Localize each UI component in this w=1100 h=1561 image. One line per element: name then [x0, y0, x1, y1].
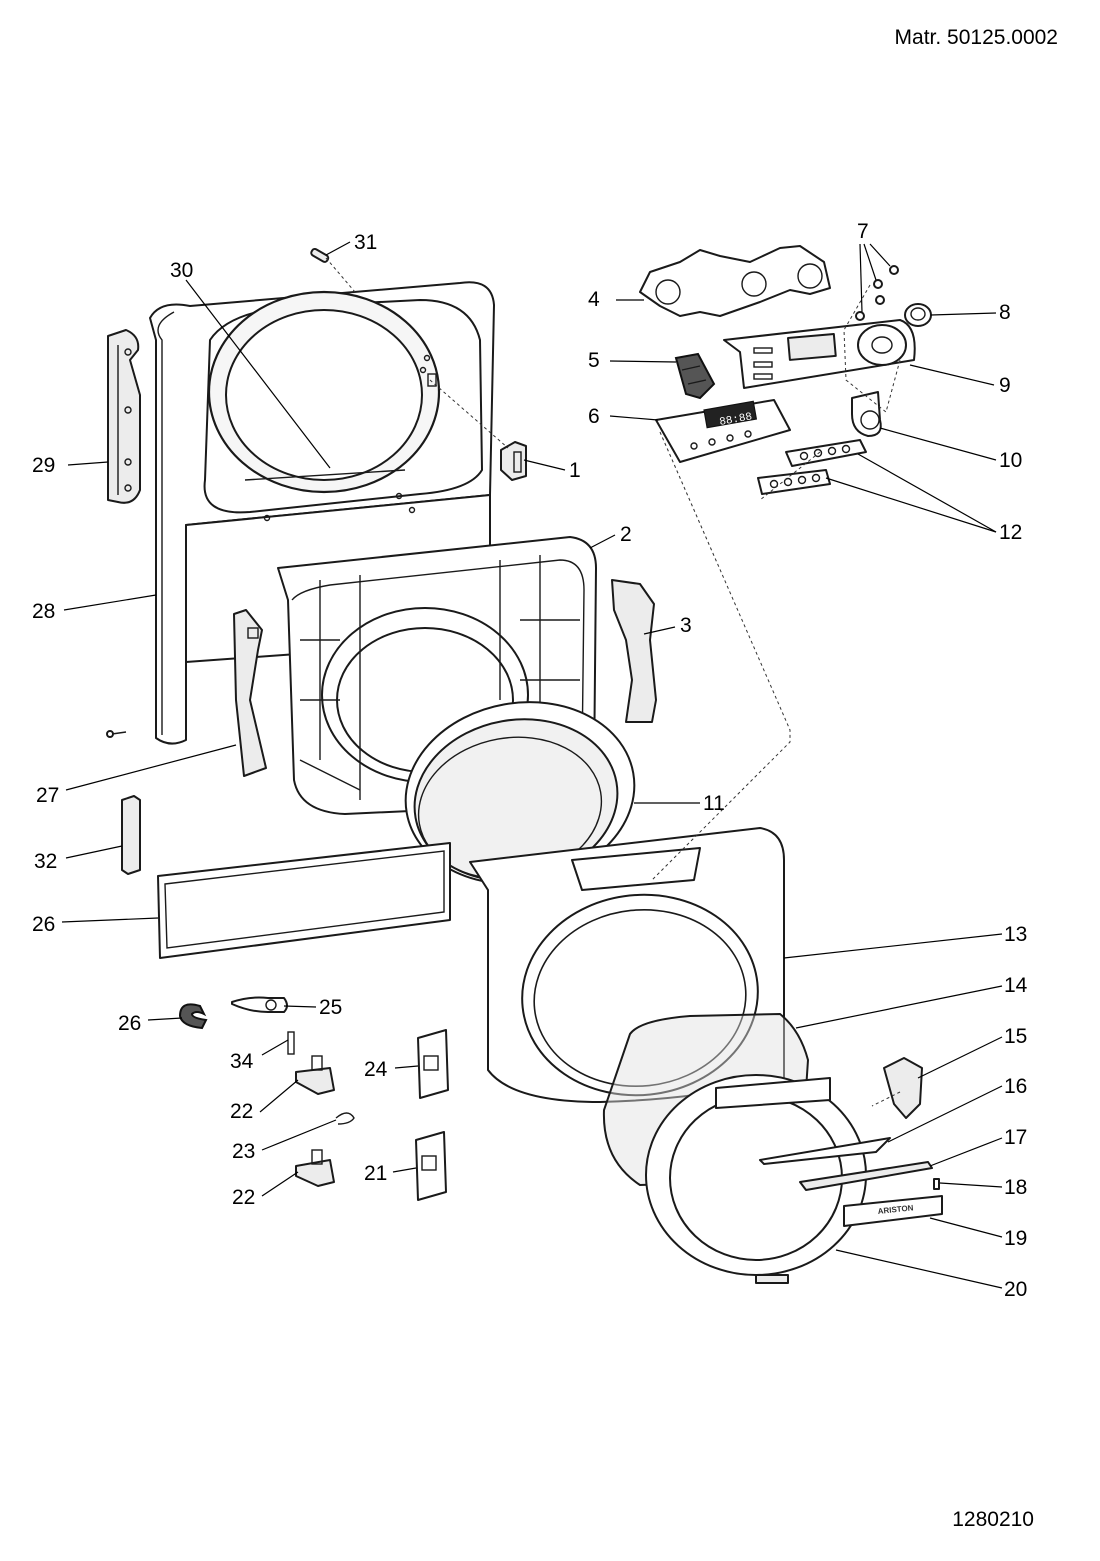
- callout-32: 31: [354, 231, 377, 254]
- callout-22-lower: 22: [232, 1186, 255, 1209]
- latch-part-1: [500, 441, 527, 481]
- callout-24: 24: [364, 1058, 388, 1081]
- spring-part-34: [287, 1031, 295, 1055]
- button-strip-part-12-lower: [757, 469, 831, 495]
- front-cover-part-13: [469, 827, 785, 1103]
- badge-part-19: ARISTON: [843, 1195, 943, 1227]
- push-button-part-5: [674, 352, 716, 400]
- door-ring-part-20: [645, 1074, 867, 1284]
- callout-23: 23: [232, 1140, 255, 1163]
- hinge-part-22-upper: [295, 1055, 335, 1095]
- handle-part-17: [799, 1161, 933, 1191]
- callout-1: 1: [569, 459, 581, 482]
- clip-part-18: [933, 1178, 940, 1190]
- button-frame-part-4: [639, 245, 831, 317]
- callout-31: 30: [170, 259, 193, 282]
- bracket-part-28: [233, 609, 267, 777]
- callout-17: 17: [1004, 1126, 1027, 1149]
- selector-part-10: [851, 391, 882, 437]
- brand-logo-text: ARISTON: [877, 1203, 914, 1216]
- callout-numbers: 31 30 29 1 2 3 28 27 4 5 6 7 8 9 10 12 1…: [32, 220, 1028, 1301]
- handle-strip-part-16: [759, 1137, 891, 1165]
- callout-10: 10: [999, 449, 1022, 472]
- control-board-part-6: 88:88: [655, 399, 791, 463]
- callout-18: 18: [1004, 1176, 1027, 1199]
- control-panel-part-9: [723, 319, 916, 389]
- callout-11: 11: [703, 792, 725, 815]
- callout-8: 8: [999, 301, 1011, 324]
- callout-7: 7: [857, 220, 869, 243]
- callout-12: 12: [999, 521, 1022, 544]
- callout-26: 26: [118, 1012, 141, 1035]
- callout-27: 26: [32, 913, 55, 936]
- callout-9: 9: [999, 374, 1011, 397]
- bracket-part-3: [611, 579, 657, 723]
- screw-icon: [106, 730, 127, 738]
- block-part-33: [121, 795, 141, 875]
- callout-2: 2: [620, 523, 632, 546]
- callout-20: 20: [1004, 1278, 1027, 1301]
- lid-part-21: [415, 1131, 447, 1201]
- callout-3: 3: [680, 614, 692, 637]
- screws-part-7: [855, 265, 899, 321]
- assembly-lines: [325, 257, 901, 1107]
- callout-30: 29: [32, 454, 55, 477]
- hook-part-23: [335, 1112, 355, 1125]
- drawing-number: 1280210: [952, 1508, 1034, 1531]
- callout-15: 15: [1004, 1025, 1027, 1048]
- clip-part-25: [231, 996, 288, 1013]
- kick-panel-part-27: [157, 842, 451, 959]
- callout-22-upper: 22: [230, 1100, 253, 1123]
- door-seal-part-11: [404, 701, 636, 885]
- hinge-bracket-part-30: [107, 329, 141, 504]
- callout-29: 28: [32, 600, 55, 623]
- callout-6: 6: [588, 405, 600, 428]
- callout-33: 32: [34, 850, 57, 873]
- callout-25: 25: [319, 996, 342, 1019]
- button-strip-part-12-upper: [785, 439, 867, 467]
- callout-13: 13: [1004, 923, 1027, 946]
- callout-5: 5: [588, 349, 600, 372]
- display-digits: 88:88: [719, 411, 754, 429]
- callout-4: 4: [588, 288, 600, 311]
- clamp-part-26: [178, 1003, 208, 1030]
- material-number: Matr. 50125.0002: [894, 26, 1058, 49]
- callout-21: 21: [364, 1162, 387, 1185]
- knob-part-8: [904, 303, 932, 327]
- callout-16: 16: [1004, 1075, 1027, 1098]
- hinge-part-22-lower: [295, 1149, 335, 1187]
- lid-part-24: [417, 1029, 449, 1099]
- door-lock-part-15: [883, 1057, 923, 1119]
- callout-34: 34: [230, 1050, 254, 1073]
- leader-lines: [61, 241, 1003, 1289]
- callout-28: 27: [36, 784, 59, 807]
- callout-14: 14: [1004, 974, 1028, 997]
- callout-19: 19: [1004, 1227, 1027, 1250]
